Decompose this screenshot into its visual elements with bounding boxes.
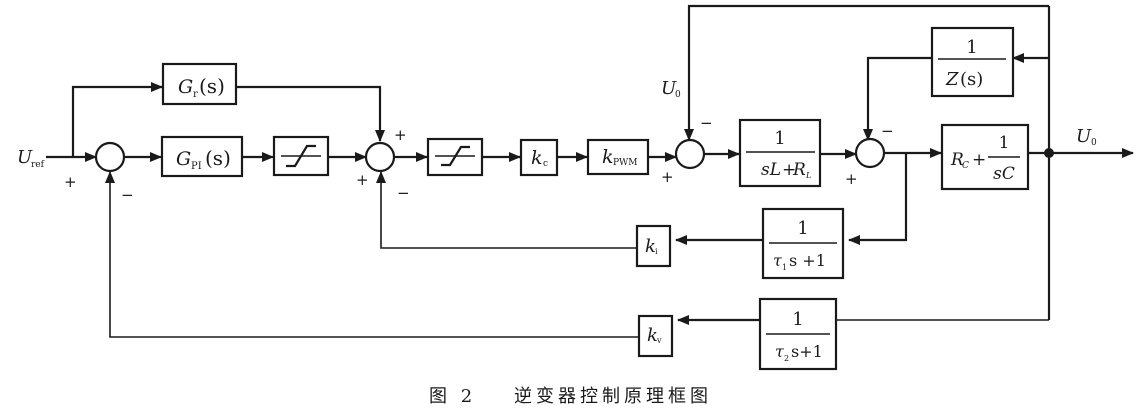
- block-kv: k v: [637, 314, 674, 358]
- block-kc: k c: [519, 138, 559, 177]
- filter1-den-sub: 1: [782, 263, 787, 272]
- kv-main: k: [647, 325, 658, 346]
- capacitor-plus: +: [972, 150, 986, 170]
- sign-sum3-left: +: [661, 168, 674, 186]
- sum-junction-2: [364, 141, 396, 173]
- voltage-feedforward-line: [684, 4, 1049, 141]
- output-junction-dot: [1044, 148, 1054, 158]
- svg-text:ref: ref: [31, 160, 45, 170]
- capacitor-a: R: [950, 150, 964, 170]
- feedforward-line: [71, 82, 163, 157]
- gr-sub: r: [193, 89, 198, 100]
- gr-to-sum2-line: [236, 85, 385, 142]
- current-to-filter1-line: [848, 153, 908, 245]
- sign-sum4-top: −: [881, 122, 894, 140]
- output-label: U 0: [1076, 126, 1097, 148]
- caption-label: 图 2: [429, 386, 477, 407]
- block-load: 1 Z (s): [930, 26, 1015, 98]
- svg-text:0: 0: [1091, 138, 1097, 148]
- filter1-den-rest: s +1: [789, 251, 826, 270]
- capacitor-den: sC: [993, 164, 1015, 184]
- load-den-a: Z: [945, 69, 959, 90]
- capacitor-num: 1: [999, 133, 1010, 153]
- sign-sum2-left: +: [356, 171, 369, 189]
- block-inductor: 1 sL + R L: [738, 118, 822, 188]
- inductor-den-a: sL: [761, 160, 781, 180]
- load-den-arg: (s): [960, 69, 983, 90]
- filter1-num: 1: [797, 218, 808, 239]
- block-capacitor: R C + 1 sC: [940, 123, 1030, 191]
- block-filter-1: 1 τ 1 s +1: [761, 207, 845, 280]
- block-diagram: G r (s) G PI (s) k c k PWM 1 sL +: [17, 4, 1134, 371]
- capacitor-a-sub: C: [962, 161, 969, 171]
- kv-to-sum1-line: [105, 171, 638, 338]
- filter1-den-tau: τ: [773, 251, 783, 270]
- block-gpi: G PI (s): [160, 135, 244, 178]
- block-limiter-1: [272, 135, 330, 177]
- saturation-icon: [286, 144, 316, 168]
- kpwm-main: k: [602, 146, 614, 168]
- sign-sum2-top: +: [394, 126, 407, 144]
- sign-sum3-top: −: [700, 114, 713, 132]
- sum-junction-4: [854, 137, 886, 169]
- ki-sub: i: [655, 247, 658, 256]
- block-gr: G r (s): [161, 62, 238, 106]
- svg-text:U: U: [661, 78, 677, 99]
- inductor-den-plus: +: [782, 160, 796, 180]
- inductor-den-b-sub: L: [805, 171, 811, 180]
- svg-text:U: U: [17, 147, 33, 168]
- block-limiter-2: [426, 137, 484, 177]
- filter2-den-tau: τ: [775, 342, 785, 361]
- sum-junction-1: [94, 141, 126, 173]
- gr-main: G: [178, 76, 193, 98]
- kpwm-sub: PWM: [613, 158, 638, 168]
- figure-caption: 图 2 逆变器控制原理框图: [0, 382, 1141, 408]
- feedback-u0-label: U 0: [661, 78, 681, 100]
- kv-sub: v: [656, 336, 662, 345]
- svg-text:0: 0: [675, 90, 681, 100]
- load-num: 1: [966, 37, 977, 58]
- block-ki: k i: [635, 224, 672, 268]
- gr-arg: (s): [199, 74, 225, 98]
- ki-main: k: [645, 236, 656, 257]
- filter2-den-rest: s+1: [791, 342, 823, 361]
- input-label: U ref: [17, 147, 45, 170]
- sign-sum2-bottom: −: [397, 184, 410, 202]
- ki-to-sum2-line: [376, 171, 636, 249]
- gpi-arg: (s): [205, 146, 231, 170]
- block-kpwm: k PWM: [586, 138, 650, 176]
- saturation-icon: [441, 145, 470, 167]
- inductor-num: 1: [774, 128, 785, 149]
- filter2-den-sub: 2: [784, 354, 789, 363]
- block-filter-2: 1 τ 2 s+1: [758, 297, 838, 371]
- sign-sum4-left: +: [845, 170, 858, 188]
- svg-text:U: U: [1076, 126, 1092, 147]
- inductor-den-b: R: [792, 160, 806, 180]
- caption-title: 逆变器控制原理框图: [513, 386, 712, 407]
- gpi-sub: PI: [191, 161, 202, 172]
- load-to-sum4-line: [863, 56, 934, 141]
- kc-main: k: [531, 147, 543, 169]
- gpi-main: G: [176, 148, 191, 170]
- sign-sum1-fb: −: [121, 186, 134, 204]
- sign-sum1-in: +: [64, 173, 77, 191]
- sum-junction-3: [674, 138, 706, 170]
- filter2-num: 1: [792, 309, 803, 330]
- kc-sub: c: [543, 159, 548, 169]
